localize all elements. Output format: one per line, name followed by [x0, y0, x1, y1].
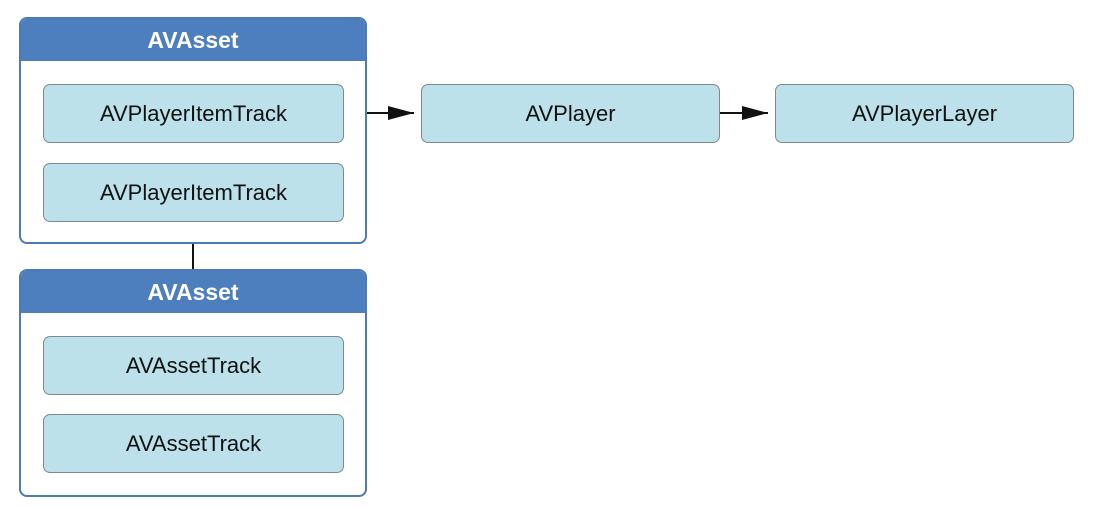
player-item-asset-group: AVAsset AVPlayerItemTrack AVPlayerItemTr…	[19, 17, 367, 244]
asset-track-node: AVAssetTrack	[43, 414, 344, 473]
player-layer-node: AVPlayerLayer	[775, 84, 1074, 143]
asset-group: AVAsset AVAssetTrack AVAssetTrack	[19, 269, 367, 497]
player-item-track-node: AVPlayerItemTrack	[43, 84, 344, 143]
asset-track-node: AVAssetTrack	[43, 336, 344, 395]
asset-title: AVAsset	[21, 271, 365, 313]
player-item-asset-title: AVAsset	[21, 19, 365, 61]
player-item-track-node: AVPlayerItemTrack	[43, 163, 344, 222]
player-node: AVPlayer	[421, 84, 720, 143]
